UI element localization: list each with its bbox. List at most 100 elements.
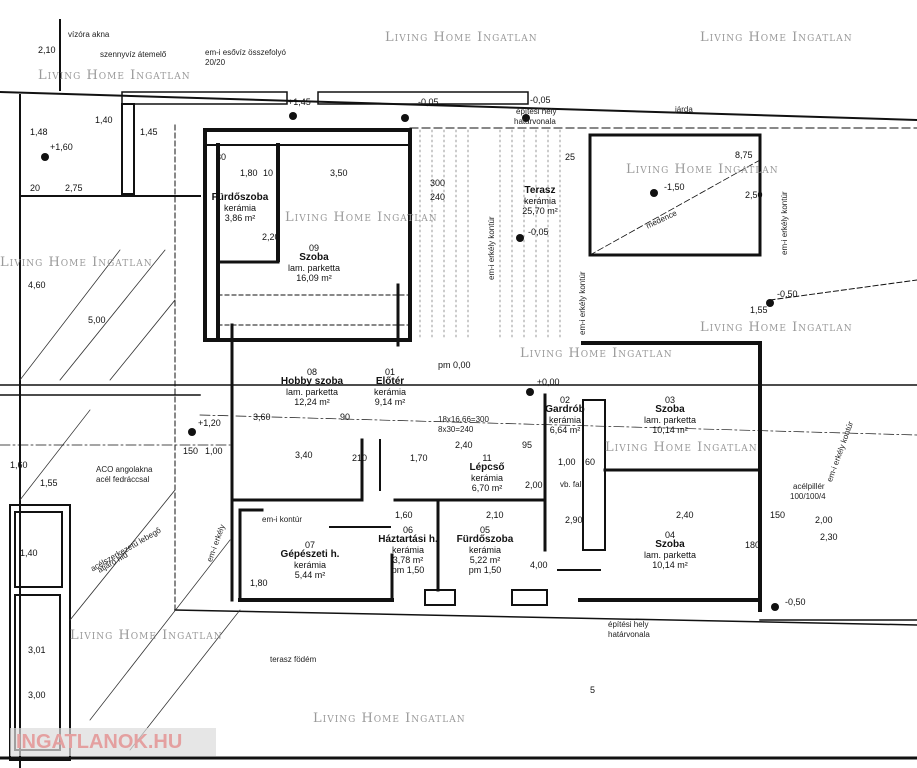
dimension-label: 2,00 (815, 515, 833, 525)
dimension-label: 1,40 (20, 548, 38, 558)
room-floor: lam. parketta (287, 263, 341, 273)
annotation-aco-1: ACO angolakna (96, 465, 153, 474)
dimension-label: 210 (352, 453, 368, 463)
dimension-label: 8,75 (735, 150, 753, 160)
room-floor: lam. parketta (643, 550, 697, 560)
dimension-label: 1,40 (95, 115, 113, 125)
dimension-label: 2,50 (745, 190, 763, 200)
level-l10: -0,50 (785, 597, 806, 607)
ingatlanok-logo: INGATLANOK.HU (10, 728, 216, 756)
dimension-label: 1,80 (250, 578, 268, 588)
dimension-label: 1,55 (750, 305, 768, 315)
room-floor: lam. parketta (285, 387, 339, 397)
dimension-label: 2,75 (65, 183, 83, 193)
level-l11: +1,60 (50, 142, 73, 152)
room-floor: lam. parketta (643, 415, 697, 425)
dimension-label: 30 (216, 152, 227, 162)
room-area: 10,14 m² (652, 425, 688, 435)
dimension-label: 2,40 (455, 440, 473, 450)
annotation-stair-2: 8x30=240 (438, 425, 474, 434)
dimension-label: 10 (263, 168, 274, 178)
room-area: 12,24 m² (294, 397, 330, 407)
dimension-label: 3,40 (295, 450, 313, 460)
room-floor: kerámia (223, 203, 257, 213)
dimension-label: 180 (745, 540, 761, 550)
annotation-water-meter: vízóra akna (68, 30, 110, 39)
dimension-label: 3,01 (28, 645, 46, 655)
room-name: Fürdőszoba (211, 192, 269, 203)
pool-outline (588, 133, 762, 257)
watermark: Living Home Ingatlan (520, 346, 673, 361)
level-l2: -0,05 (418, 97, 439, 107)
annotation-rainwater-size: 20/20 (205, 58, 226, 67)
dimension-label: 2,10 (38, 45, 56, 55)
dimension-label: 4,00 (530, 560, 548, 570)
room-area: 6,70 m² (471, 483, 503, 493)
room-name: Gépészeti h. (280, 549, 340, 560)
watermark: Living Home Ingatlan (313, 711, 466, 726)
level-l7: ±0,00 (537, 377, 560, 387)
dimension-label: 240 (430, 192, 446, 202)
dimension-label: 95 (522, 440, 533, 450)
level-l6: -0,50 (777, 289, 798, 299)
room-number: 07 (304, 540, 315, 550)
room-number: 11 (482, 453, 492, 463)
dimension-label: 2,10 (486, 510, 504, 520)
annotation-build-line-3: építési hely (608, 620, 649, 629)
annotation-stair-1: 18x16,66=300 (438, 415, 489, 424)
annotation-balcony-contour-1: em-i erkély kontúr (487, 216, 496, 280)
level-l1: +1,45 (288, 97, 311, 107)
dimension-label: 150 (183, 446, 199, 456)
annotation-rainwater: em-i esővíz összefolyó (205, 48, 286, 57)
room-area: 9,14 m² (374, 397, 406, 407)
room-floor: kerámia (468, 545, 502, 555)
room-level: pm 1,50 (468, 565, 502, 575)
room-number: 08 (306, 367, 318, 377)
dimension-label: 3,00 (28, 690, 46, 700)
dimension-label: 1,70 (410, 453, 428, 463)
dimension-label: 2,90 (565, 515, 583, 525)
dimension-label: 2,00 (525, 480, 543, 490)
dimension-label: 1,55 (40, 478, 58, 488)
dimension-label: 3,50 (330, 168, 348, 178)
level-markers (41, 112, 779, 611)
dimension-label: 1,60 (395, 510, 413, 520)
dimension-label: 2,30 (820, 532, 838, 542)
dimension-label: 1,00 (558, 457, 576, 467)
dimension-label: 5 (590, 685, 596, 695)
room-name: Lépcső (469, 462, 505, 473)
room-area: 3,86 m² (224, 213, 256, 223)
annotation-sewage: szennyvíz átemelő (100, 50, 167, 59)
annotation-balcony-contour-3: em-i erkély kontúr (780, 191, 789, 255)
watermark: Living Home Ingatlan (700, 320, 853, 335)
room-number: 01 (384, 367, 396, 377)
watermark: Living Home Ingatlan (605, 440, 758, 455)
watermark: Living Home Ingatlan (38, 68, 191, 83)
room-area: 5,44 m² (294, 570, 326, 580)
level-l3: -0,05 (530, 95, 551, 105)
annotation-sidewalk: járda (675, 105, 693, 114)
room-floor: kerámia (373, 387, 407, 397)
room-name: Szoba (655, 404, 685, 415)
room-area: 3,78 m² (392, 555, 424, 565)
room-area: 25,70 m² (522, 206, 558, 216)
room-level: pm 1,50 (391, 565, 425, 575)
level-l5: -1,50 (664, 182, 685, 192)
room-name: Fürdőszoba (456, 534, 514, 545)
watermark: Living Home Ingatlan (70, 628, 223, 643)
wall-north-wing (203, 128, 412, 342)
dimension-label: 90 (340, 412, 351, 422)
room-name: Háztartási h. (378, 534, 438, 545)
dimension-label: 60 (585, 457, 596, 467)
watermark: Living Home Ingatlan (626, 162, 779, 177)
room-area: 16,09 m² (296, 273, 332, 283)
